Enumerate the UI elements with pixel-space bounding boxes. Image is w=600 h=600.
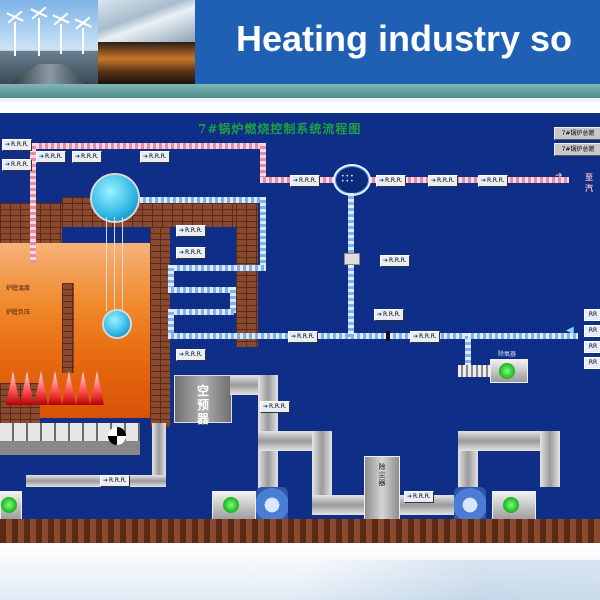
steam-pipe <box>30 143 36 263</box>
data-tag[interactable]: ➔R.R.R. <box>376 175 406 187</box>
steam-pipe <box>30 143 260 149</box>
data-tag[interactable]: ➔R.R.R. <box>176 349 206 361</box>
blower-fan[interactable] <box>256 487 288 523</box>
feed-pump[interactable] <box>458 365 490 377</box>
furnace-label-2: 炉膛负压 <box>6 309 31 316</box>
data-tag[interactable]: ➔R.R.R. <box>410 331 440 343</box>
induced-draft-fan[interactable] <box>454 487 486 523</box>
data-tag[interactable]: ➔R.R.R. <box>288 331 318 343</box>
data-tag[interactable]: ➔R.R.R. <box>140 151 170 163</box>
downcomer-line <box>106 217 107 311</box>
footer-swoosh <box>300 560 600 600</box>
data-tag[interactable]: ➔R.R.R. <box>2 139 32 151</box>
wind-turbine-photo <box>0 0 98 84</box>
mud-drum[interactable] <box>102 309 132 339</box>
side-tag[interactable]: RR <box>584 357 600 369</box>
steam-outlet-label: 至汽 <box>585 173 593 193</box>
id-fan-motor[interactable] <box>492 491 536 521</box>
feedwater-arrow-icon: ◀ <box>566 325 574 336</box>
flue-duct <box>258 431 320 451</box>
steam-drum[interactable] <box>90 173 140 223</box>
feedwater-pipe <box>168 333 468 339</box>
ash-hopper <box>0 441 140 455</box>
data-tag[interactable]: ➔R.R.R. <box>478 175 508 187</box>
blower-motor[interactable] <box>212 491 256 521</box>
water-pipe <box>168 287 234 293</box>
side-tag[interactable]: RR <box>584 341 600 353</box>
feed-pump-label: 除氧器 <box>498 351 517 358</box>
downcomer-line <box>114 217 115 311</box>
water-pipe <box>140 197 260 203</box>
convection-wall <box>236 197 258 347</box>
data-tag[interactable]: ➔R.R.R. <box>290 175 320 187</box>
water-pipe <box>260 197 266 269</box>
valve-icon[interactable] <box>386 331 390 341</box>
water-pipe <box>230 287 236 313</box>
slide-title: Heating industry so <box>236 18 573 59</box>
water-pipe <box>168 309 174 337</box>
furnace-wall-right <box>150 227 170 427</box>
steam-flow-arrow: ➜ <box>555 171 563 181</box>
panel-title: 7#锅炉燃烧控制系统流程图 <box>198 122 362 136</box>
steam-header[interactable]: •••••• <box>333 164 371 196</box>
air-duct <box>26 475 166 487</box>
furnace-label-1: 炉膛温度 <box>6 285 31 292</box>
slide-banner: Heating industry so <box>0 0 600 84</box>
flue-duct <box>540 431 560 487</box>
feed-pump-motor[interactable] <box>490 359 528 383</box>
floor <box>0 519 600 543</box>
data-tag[interactable]: ➔R.R.R. <box>2 159 32 171</box>
dust-collector[interactable]: 除尘器 <box>364 456 400 522</box>
dam-photo <box>98 0 195 42</box>
water-pipe <box>168 265 266 271</box>
boiler-scada-panel: 7#锅炉燃烧控制系统流程图 7#锅炉总貌 7#锅炉总貌 炉膛温度 炉膛负压 ➜ … <box>0 113 600 543</box>
flue-duct <box>458 431 544 451</box>
control-valve-icon[interactable] <box>344 253 360 265</box>
data-tag[interactable]: ➔R.R.R. <box>72 151 102 163</box>
steam-main <box>369 177 569 183</box>
feedwater-pipe <box>465 333 471 373</box>
data-tag[interactable]: ➔R.R.R. <box>380 255 410 267</box>
data-tag[interactable]: ➔R.R.R. <box>176 247 206 259</box>
flue-duct <box>230 375 260 395</box>
side-tag[interactable]: RR <box>584 309 600 321</box>
banner-rule-light <box>0 98 600 102</box>
flue-duct <box>312 431 332 501</box>
downcomer-line <box>122 217 123 311</box>
banner-rule <box>0 84 600 98</box>
water-pipe <box>168 309 234 315</box>
data-tag[interactable]: ➔R.R.R. <box>404 491 434 503</box>
air-preheater[interactable]: 空预器 <box>174 375 232 426</box>
data-tag[interactable]: ➔R.R.R. <box>374 309 404 321</box>
data-tag[interactable]: ➔R.R.R. <box>100 475 130 487</box>
data-tag[interactable]: ➔R.R.R. <box>428 175 458 187</box>
side-tag[interactable]: RR <box>584 325 600 337</box>
feedwater-riser <box>348 193 354 337</box>
flue-duct <box>312 495 366 515</box>
steam-pipe <box>260 143 266 179</box>
nav-button-boiler-overview-2[interactable]: 7#锅炉总貌 <box>554 143 600 156</box>
furnace-inner-wall <box>62 283 74 373</box>
data-tag[interactable]: ➔R.R.R. <box>36 151 66 163</box>
feedwater-inlet <box>468 333 578 339</box>
power-plant-photo <box>98 42 195 84</box>
furnace-wall-lower-left <box>0 383 40 423</box>
motor-left[interactable] <box>0 491 22 521</box>
data-tag[interactable]: ➔R.R.R. <box>260 401 290 413</box>
grate-drive-icon[interactable] <box>108 427 126 445</box>
water-pipe <box>168 265 174 291</box>
chain-grate <box>0 423 140 441</box>
slide-footer <box>0 543 600 600</box>
data-tag[interactable]: ➔R.R.R. <box>176 225 206 237</box>
air-duct <box>152 423 166 483</box>
nav-button-boiler-overview-1[interactable]: 7#锅炉总貌 <box>554 127 600 140</box>
